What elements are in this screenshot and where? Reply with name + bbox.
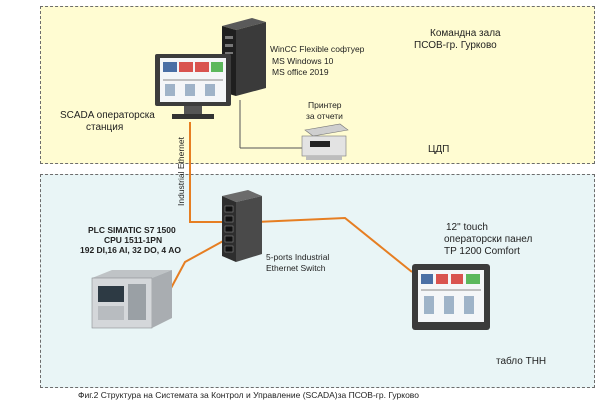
- plc-label-line1: PLC SIMATIC S7 1500: [88, 225, 176, 235]
- figure-caption: Фиг.2 Структура на Системата за Контрол …: [78, 390, 419, 400]
- switch-label-line1: 5-ports Industrial: [266, 252, 330, 262]
- software-line3: MS office 2019: [272, 67, 329, 77]
- hmi-label-line1: 12" touch: [446, 222, 488, 233]
- printer-label-line1: Принтер: [308, 100, 342, 110]
- cable-scada-to-switch: [189, 122, 225, 223]
- plc-label-line2: CPU 1511-1PN: [104, 235, 163, 245]
- industrial-ethernet-label: Industrial Ethernet: [176, 137, 186, 206]
- cable-switch-to-plc: [169, 239, 226, 291]
- hmi-panel-icon: [412, 264, 490, 330]
- control-room-title-line1: Командна зала: [430, 28, 501, 39]
- plc-label-line3: 192 DI,16 AI, 32 DO, 4 AO: [80, 245, 181, 255]
- cable-switch-to-hmi: [255, 216, 413, 273]
- cdp-label: ЦДП: [428, 144, 450, 155]
- switch-label-line2: Ethernet Switch: [266, 263, 326, 273]
- panel-label: табло ТНН: [496, 356, 547, 367]
- ethernet-switch-icon: [222, 190, 262, 262]
- scada-label-line2: станция: [86, 122, 124, 133]
- software-line1: WinCC Flexible софтуер: [270, 44, 365, 54]
- scada-label-line1: SCADA операторска: [60, 110, 155, 121]
- printer-label-line2: за отчети: [306, 111, 343, 121]
- control-room-title-line2: ПСОВ-гр. Гурково: [414, 40, 497, 51]
- ethernet-cables: [169, 100, 413, 291]
- software-line2: MS Windows 10: [272, 56, 334, 66]
- hmi-label-line3: TP 1200 Comfort: [444, 246, 520, 257]
- plc-icon: [91, 270, 172, 329]
- printer-icon: [301, 123, 349, 160]
- scada-monitor-icon: [155, 54, 231, 119]
- hmi-label-line2: операторски панел: [444, 234, 533, 245]
